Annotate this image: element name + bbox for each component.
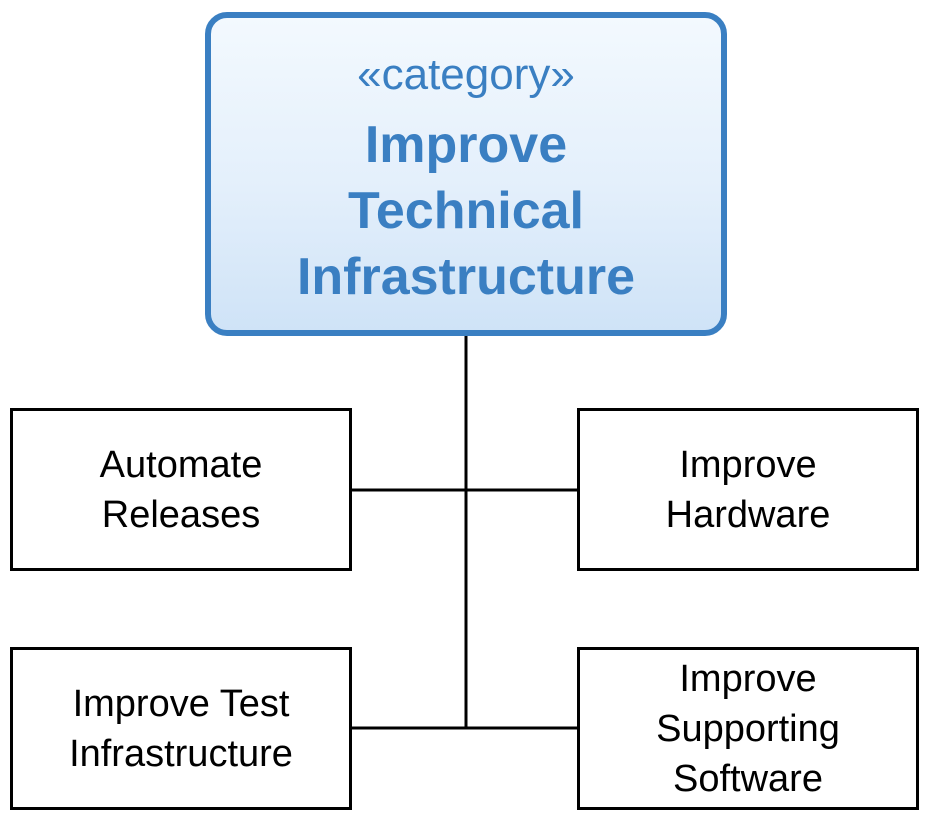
label-line: Improve bbox=[679, 657, 817, 700]
root-title-line: Improve bbox=[364, 116, 568, 174]
root-category-node: «category» Improve Technical Infrastruct… bbox=[205, 12, 727, 336]
label-line: Infrastructure bbox=[69, 732, 293, 775]
label-line: Software bbox=[673, 757, 823, 800]
label-line: Improve bbox=[679, 443, 817, 486]
label-line: Hardware bbox=[665, 493, 831, 536]
child-node-improve-test-infrastructure: Improve Test Infrastructure bbox=[10, 647, 352, 810]
child-node-improve-supporting-software: Improve Supporting Software bbox=[577, 647, 919, 810]
label-line: Improve Test bbox=[72, 682, 290, 725]
root-title-line: Infrastructure bbox=[296, 248, 636, 306]
child-node-label: Automate Releases bbox=[100, 440, 263, 540]
child-node-automate-releases: Automate Releases bbox=[10, 408, 352, 571]
child-node-label: Improve Test Infrastructure bbox=[69, 679, 293, 779]
child-node-improve-hardware: Improve Hardware bbox=[577, 408, 919, 571]
label-line: Automate bbox=[99, 443, 263, 486]
child-node-label: Improve Supporting Software bbox=[656, 654, 840, 804]
label-line: Supporting bbox=[656, 707, 840, 750]
child-node-label: Improve Hardware bbox=[666, 440, 831, 540]
label-line: Releases bbox=[101, 493, 261, 536]
root-title-line: Technical bbox=[347, 182, 584, 240]
stereotype-label: «category» bbox=[357, 50, 575, 99]
root-title: Improve Technical Infrastructure bbox=[211, 112, 721, 310]
